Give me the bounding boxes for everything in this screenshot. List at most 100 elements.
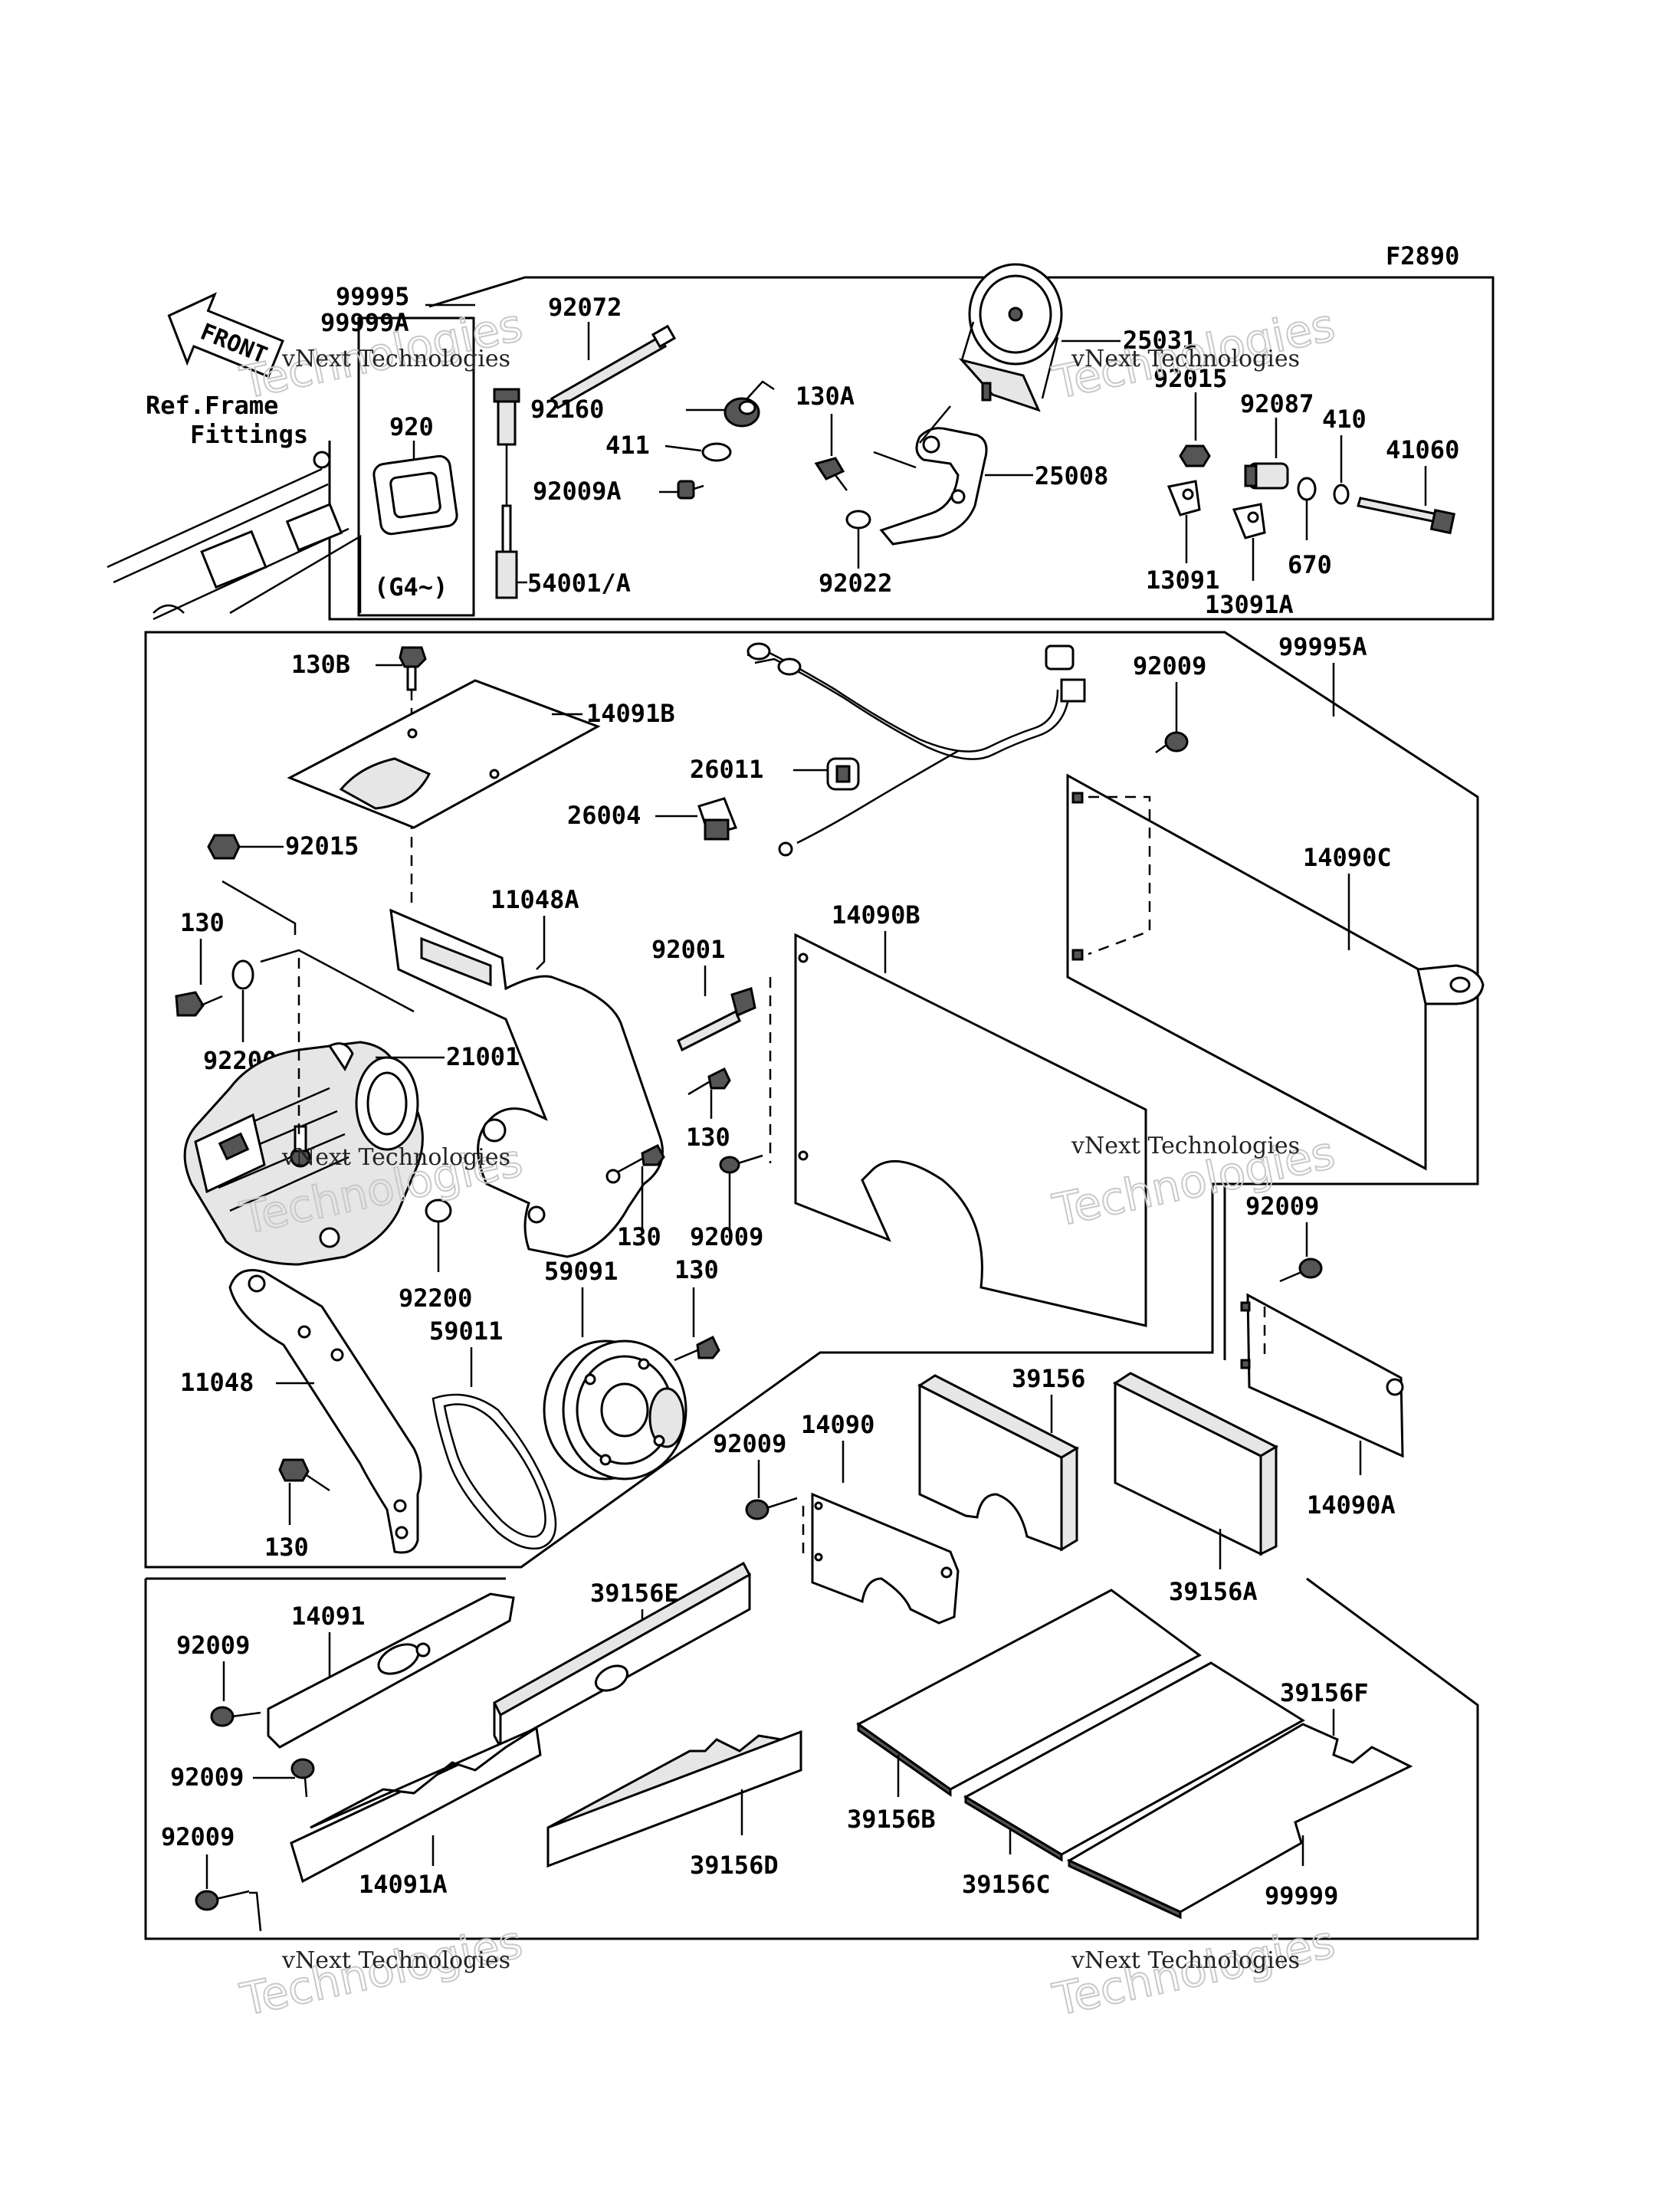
label-99999: 99999 (1265, 1881, 1338, 1910)
label-92009-e: 92009 (176, 1631, 250, 1660)
watermark-small-5: vNext Technologies (281, 1947, 510, 1974)
pinion-41060[interactable] (1357, 497, 1455, 535)
top-panel: (G4~) 920 FRONT Ref.Frame Fittings 999 (107, 263, 1495, 621)
washer-92200-a[interactable] (231, 959, 254, 990)
washer-410[interactable] (1333, 484, 1350, 505)
label-92009A: 92009A (533, 477, 622, 506)
bracket-11048A[interactable] (389, 908, 664, 1258)
label-39156D: 39156D (690, 1851, 779, 1880)
label-14091: 14091 (291, 1602, 365, 1631)
label-92009-b: 92009 (690, 1222, 763, 1251)
bolt-130A[interactable] (814, 457, 848, 491)
wire-harness[interactable] (746, 642, 1086, 857)
screw-92009-a[interactable] (1155, 731, 1189, 754)
pad-39156B[interactable] (856, 1589, 1202, 1797)
meter-bracket-25008[interactable] (879, 427, 988, 546)
label-25031: 25031 (1123, 326, 1196, 355)
label-92072: 92072 (548, 293, 622, 322)
label-14091B: 14091B (586, 699, 675, 728)
watermark-small-6: vNext Technologies (1071, 1947, 1300, 1974)
label-13091: 13091 (1146, 566, 1219, 595)
label-99999A: 99999A (320, 308, 409, 337)
meter-25031[interactable] (958, 263, 1063, 412)
screw-92009-c[interactable] (745, 1497, 798, 1520)
washer-92022[interactable] (845, 510, 871, 530)
plate-14091B[interactable] (287, 679, 601, 829)
label-39156: 39156 (1012, 1364, 1085, 1393)
foam-39156[interactable] (917, 1374, 1080, 1552)
nut-92015[interactable] (1179, 444, 1211, 467)
foam-39156A[interactable] (1112, 1372, 1279, 1556)
label-39156C: 39156C (962, 1870, 1051, 1899)
variant-note: (G4~) (374, 572, 448, 602)
label-130B: 130B (291, 650, 350, 679)
screw-92009-g[interactable] (195, 1890, 250, 1911)
label-92015b: 92015 (285, 831, 359, 861)
meter-cable-54001A[interactable] (493, 388, 520, 599)
frame-fittings-sketch (107, 451, 362, 621)
foam-39156D[interactable] (546, 1730, 802, 1868)
middle-panel: 130B 14091B 92015 (144, 631, 1485, 1625)
cable-tie-92072[interactable] (550, 324, 677, 409)
connector-26011[interactable] (826, 757, 860, 791)
label-130-c: 130 (617, 1222, 661, 1251)
pulley-59091[interactable] (543, 1340, 687, 1481)
watermark-small-4: vNext Technologies (1071, 1133, 1300, 1159)
oring-670[interactable] (1297, 477, 1317, 501)
label-14090A: 14090A (1307, 1490, 1396, 1520)
label-54001A: 54001/A (527, 569, 631, 598)
cover-14090[interactable] (811, 1492, 960, 1625)
nut-92015-b[interactable] (207, 834, 241, 860)
shield-14091A[interactable] (290, 1726, 542, 1884)
screw-92009-d[interactable] (1279, 1258, 1323, 1283)
bolt-130B[interactable] (399, 646, 427, 691)
belt-59011[interactable] (431, 1393, 557, 1550)
label-130-d: 130 (674, 1255, 719, 1284)
foam-39156E[interactable] (493, 1561, 752, 1749)
cover-14090A[interactable] (1240, 1293, 1404, 1458)
label-92200-b: 92200 (399, 1284, 472, 1313)
label-670: 670 (1288, 550, 1332, 579)
pad-39156C[interactable] (963, 1661, 1305, 1862)
label-59011: 59011 (429, 1317, 503, 1346)
bolt-130-d[interactable] (674, 1335, 720, 1362)
relay-26004[interactable] (697, 797, 738, 841)
clip-13091[interactable] (1166, 480, 1201, 516)
bolt-130-c[interactable] (616, 1144, 665, 1174)
washer-411[interactable] (701, 442, 732, 462)
bolt-130-e[interactable] (278, 1458, 330, 1492)
seal-920[interactable] (372, 454, 458, 536)
screw-92009-f[interactable] (290, 1758, 315, 1798)
label-41060: 41060 (1386, 435, 1459, 464)
screw-92009-b[interactable] (719, 1154, 763, 1174)
label-14091A: 14091A (359, 1870, 448, 1899)
label-92009-c: 92009 (713, 1429, 786, 1458)
clip-13091A[interactable] (1232, 503, 1266, 539)
cover-14090B[interactable] (794, 933, 1147, 1327)
label-14090: 14090 (801, 1410, 874, 1439)
bracket-11048[interactable] (228, 1269, 422, 1554)
label-920: 920 (389, 412, 434, 441)
label-26004: 26004 (567, 801, 641, 830)
label-92160: 92160 (530, 395, 604, 424)
label-130-e: 130 (264, 1533, 309, 1562)
cover-14090C[interactable] (1066, 773, 1485, 1171)
screw-92009A[interactable] (677, 480, 704, 500)
screw-92009-e[interactable] (210, 1706, 261, 1727)
bottom-panel: 14091 92009 39156E 92009 (144, 1561, 1479, 1940)
bolt-130-a[interactable] (175, 991, 223, 1017)
g4-inset-box (357, 316, 475, 617)
label-11048: 11048 (180, 1368, 254, 1397)
bolt-130-b[interactable] (687, 1067, 731, 1096)
shield-14091[interactable] (267, 1592, 515, 1749)
label-14090C: 14090C (1303, 843, 1392, 872)
fitting-92087[interactable] (1244, 462, 1289, 490)
label-92015a: 92015 (1153, 364, 1227, 393)
alternator-21001[interactable] (183, 1041, 424, 1266)
grommet-92160[interactable] (724, 397, 760, 428)
label-92009-g: 92009 (161, 1822, 235, 1851)
bolt-92001[interactable] (677, 987, 756, 1052)
pad-39156F-99999[interactable] (1066, 1723, 1413, 1920)
label-39156E: 39156E (590, 1579, 679, 1608)
label-92022: 92022 (819, 569, 892, 598)
